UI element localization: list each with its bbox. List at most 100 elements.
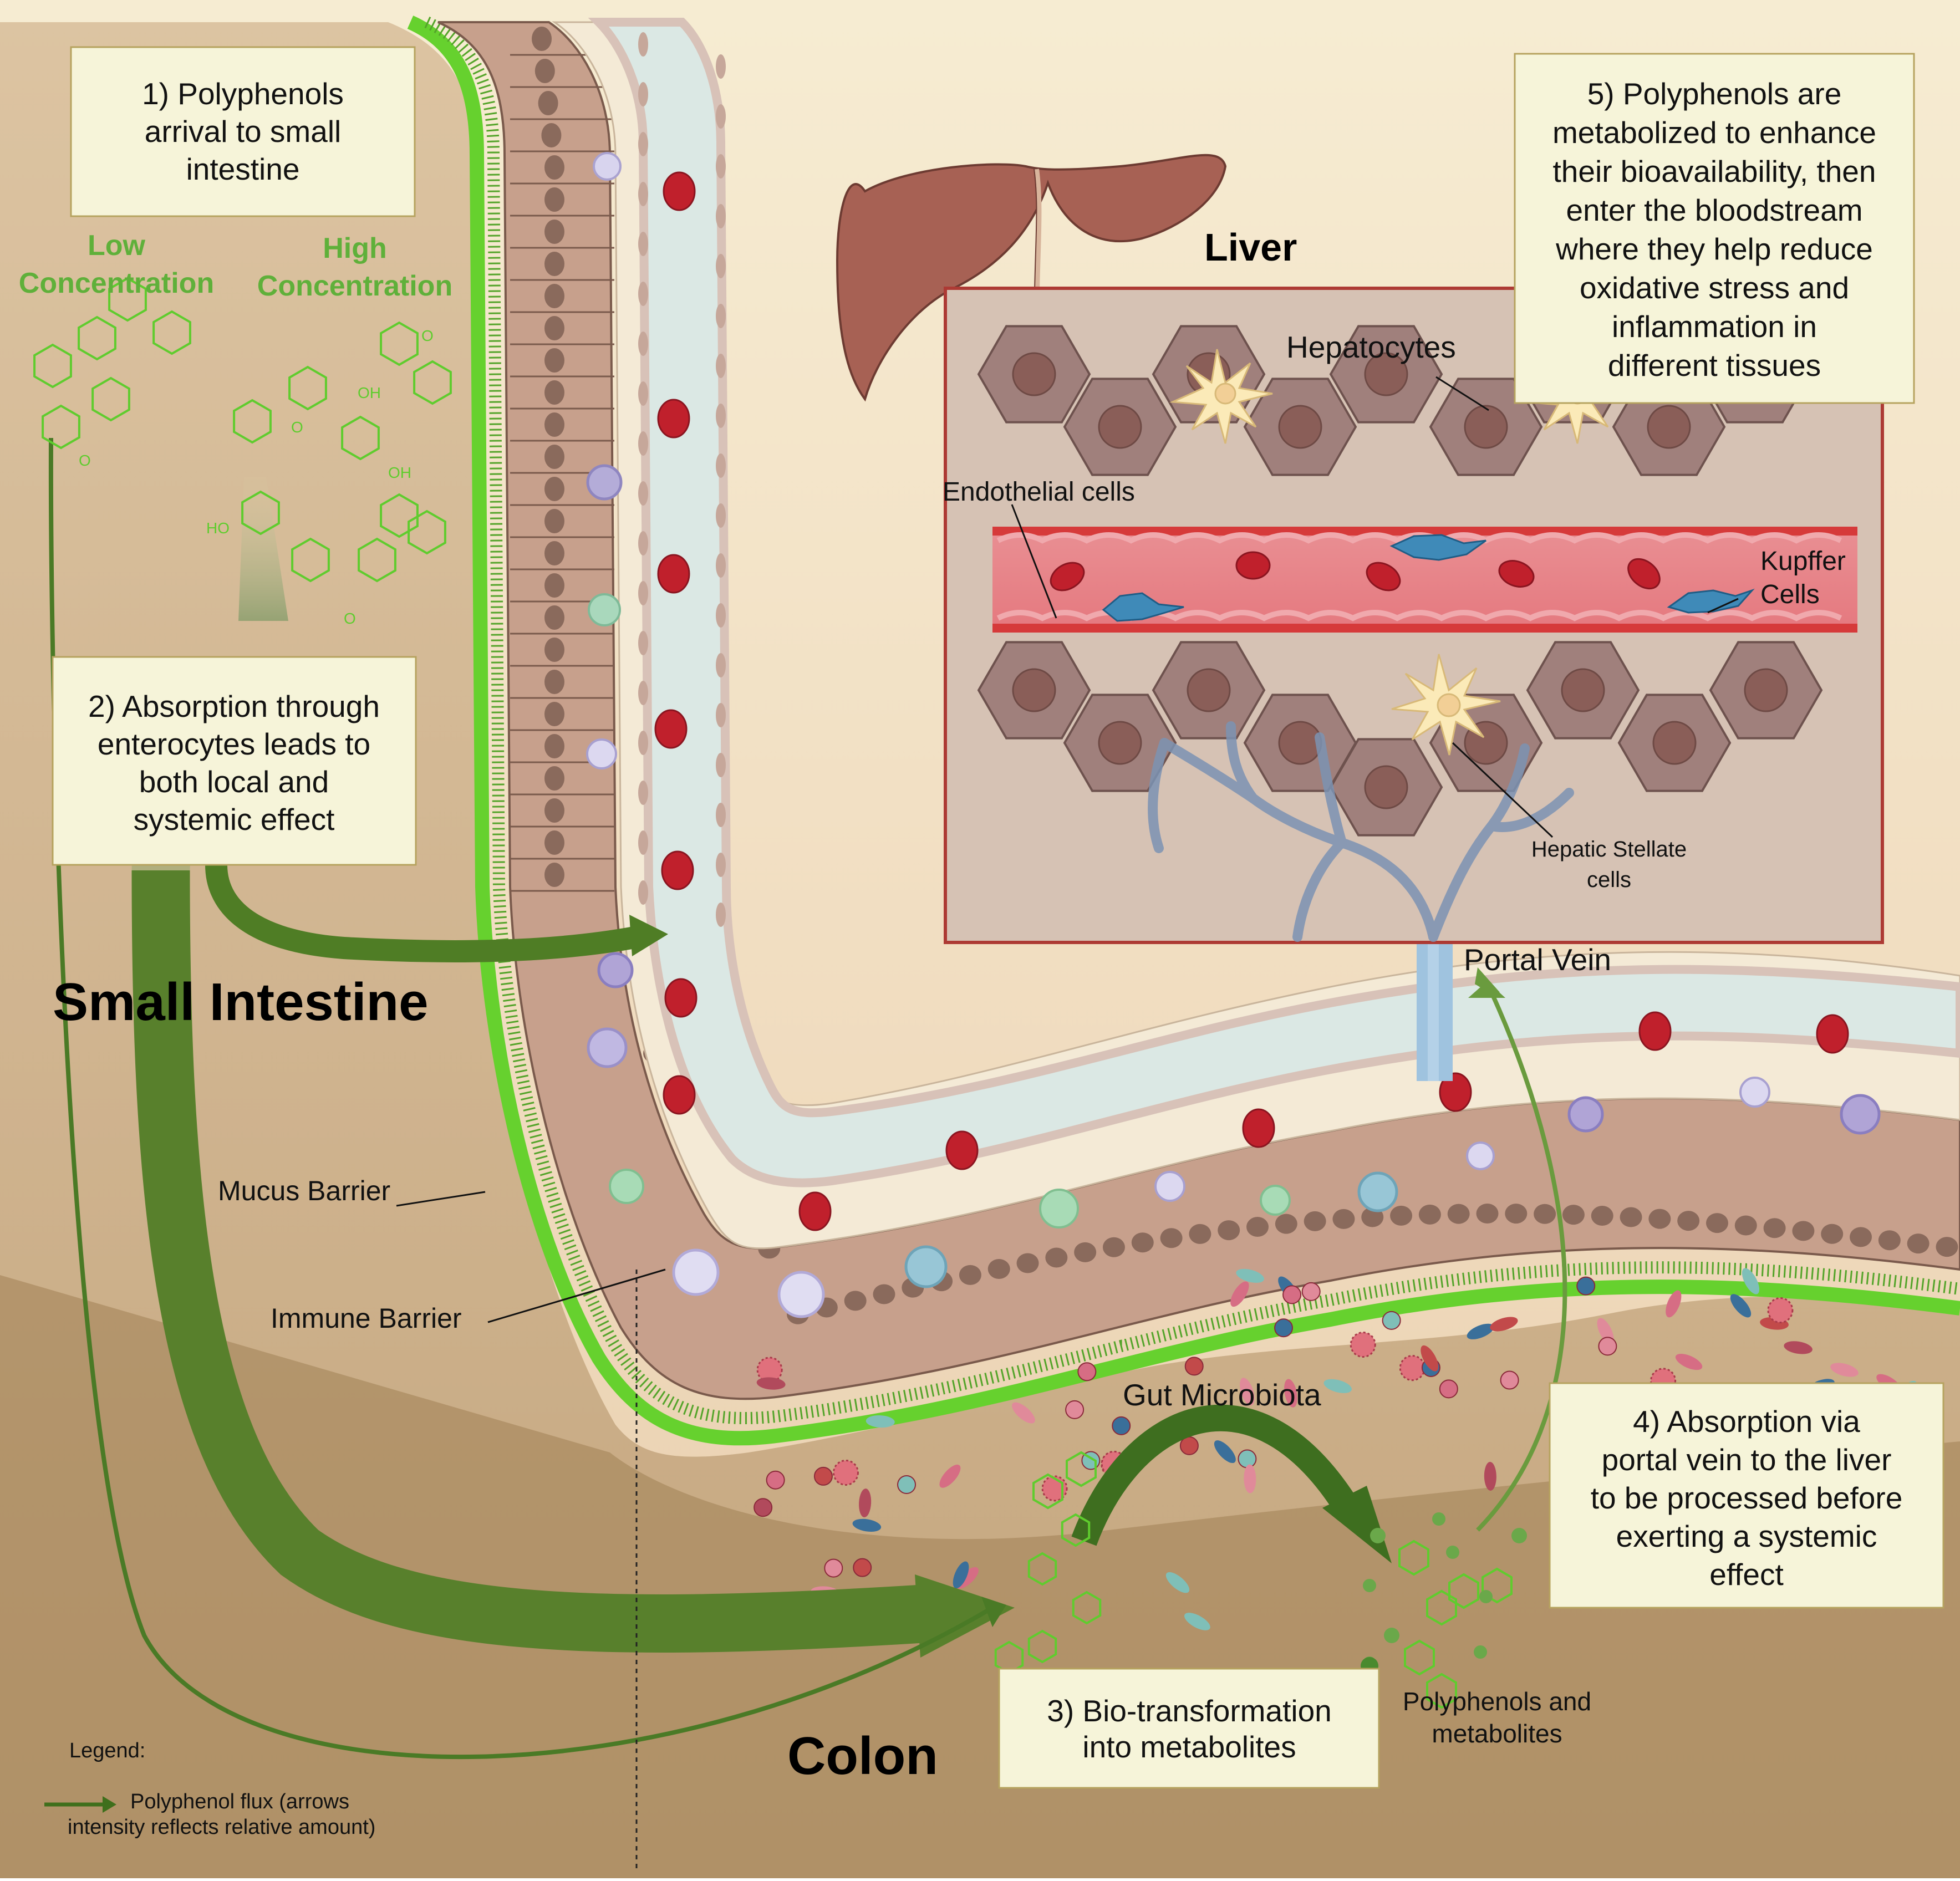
- enterocyte-nucleus: [544, 477, 564, 501]
- enterocyte-nucleus: [538, 91, 558, 115]
- bacterium: [866, 1415, 895, 1428]
- molecule-ring: [1482, 1567, 1513, 1604]
- enterocyte-nucleus: [1734, 1215, 1757, 1236]
- bacterium-coccus: [766, 1470, 785, 1490]
- hepatocyte-nucleus: [1098, 405, 1142, 449]
- bacterium: [1421, 1345, 1439, 1372]
- enterocyte-nucleus: [1476, 1204, 1499, 1224]
- step1-line: arrival to small: [145, 114, 342, 149]
- bacterium-coccus: [1500, 1370, 1519, 1390]
- legend-line: intensity reflects relative amount): [68, 1816, 375, 1839]
- endothelial-nucleus: [716, 903, 726, 927]
- hepatocyte-nucleus: [1652, 721, 1697, 765]
- colon-title: Colon: [787, 1726, 938, 1786]
- endothelial-nucleus: [638, 332, 648, 356]
- bacterium: [1742, 1268, 1760, 1294]
- molecule-ring: [413, 360, 452, 405]
- bacterium-coccus: [1238, 1449, 1257, 1469]
- enterocyte-nucleus: [544, 830, 564, 855]
- molecule-ring: [241, 490, 280, 536]
- bacterium-coccus: [1382, 1311, 1401, 1330]
- enterocyte-nucleus: [1763, 1218, 1786, 1238]
- enterocyte-cells: [510, 27, 1958, 1324]
- hepatocyte-nucleus: [1364, 765, 1408, 809]
- liver-title: Liver: [1204, 226, 1297, 269]
- enterocyte-nucleus: [1505, 1204, 1528, 1224]
- capillary: [588, 18, 1960, 1187]
- text-boxes: [52, 46, 1944, 1789]
- enterocyte-nucleus: [544, 380, 564, 405]
- low-line: Concentration: [19, 267, 214, 299]
- red-blood-cell: [661, 850, 694, 890]
- enterocyte-nucleus: [1534, 1204, 1556, 1224]
- molecule-ring: [288, 365, 327, 411]
- step4-line: to be processed before: [1591, 1481, 1903, 1515]
- step2-box: [52, 656, 417, 866]
- virus: [1767, 1297, 1794, 1324]
- red-blood-cell: [657, 399, 690, 439]
- bacterium: [939, 1464, 961, 1488]
- hepatocyte-nucleus: [1278, 405, 1322, 449]
- red-blood-cell: [1439, 1072, 1472, 1112]
- molecule-ring: [108, 277, 147, 322]
- immune-pointer-line: [487, 1268, 666, 1323]
- molecule-ring: [1426, 1673, 1457, 1709]
- step4-line: effect: [1709, 1557, 1784, 1592]
- red-blood-cell: [945, 1130, 979, 1170]
- enterocyte-nucleus: [544, 766, 564, 791]
- enterocyte-nucleus: [1936, 1237, 1958, 1257]
- molecule-ring: [1032, 1473, 1063, 1510]
- red-blood-cell: [1816, 1014, 1849, 1054]
- gut-microbiota-label: Gut Microbiota: [1123, 1378, 1321, 1412]
- stellate-line: cells: [1587, 868, 1631, 892]
- step1-line: 1) Polyphenols: [142, 77, 344, 111]
- enterocyte-nucleus: [544, 798, 564, 823]
- enterocyte-nucleus: [1591, 1206, 1613, 1226]
- enterocyte-nucleus: [544, 734, 564, 758]
- endothelial-nucleus: [638, 631, 648, 655]
- hepatocyte-nucleus: [1364, 352, 1408, 396]
- molecule-ring: [1426, 1589, 1457, 1626]
- enterocyte-nucleus: [1878, 1230, 1901, 1251]
- endothelial-nucleus: [716, 254, 726, 278]
- molecule-ring: [1066, 1451, 1097, 1487]
- liver-pointer-lines: [1011, 376, 1739, 838]
- enterocyte-nucleus: [959, 1265, 981, 1285]
- step1-line: intestine: [186, 152, 300, 186]
- step4-line: exerting a systemic: [1616, 1519, 1877, 1553]
- hepatocyte-nucleus: [1012, 668, 1056, 712]
- endothelial-nucleus: [716, 853, 726, 877]
- endothelial-nucleus: [716, 354, 726, 378]
- hepatocyte-nucleus: [1098, 721, 1142, 765]
- o-label: O: [79, 452, 91, 469]
- legend-arrowhead: [103, 1796, 116, 1813]
- bacterium-coccus: [754, 1498, 773, 1517]
- enterocyte-nucleus: [534, 59, 555, 83]
- step3-line: into metabolites: [1082, 1730, 1296, 1764]
- endothelial-nucleus: [638, 431, 648, 456]
- enterocyte-nucleus: [1189, 1224, 1211, 1244]
- step4-box: [1549, 1382, 1944, 1609]
- bacterium: [1284, 1379, 1297, 1408]
- lumen-region: [0, 22, 1960, 1878]
- enterocyte-nucleus: [544, 445, 564, 469]
- enterocyte-nucleus: [1907, 1233, 1930, 1254]
- bacterium: [1244, 1464, 1256, 1493]
- high-line: High: [323, 232, 387, 264]
- endothelial-nucleus: [638, 32, 648, 57]
- molecule-ring: [408, 509, 446, 555]
- enterocyte-nucleus: [1102, 1237, 1125, 1257]
- enterocyte-nucleus: [1562, 1205, 1585, 1225]
- enterocyte-nucleus: [1706, 1213, 1728, 1233]
- enterocyte-nucleus: [1821, 1224, 1844, 1244]
- hepatocyte-nucleus: [1278, 721, 1322, 765]
- enterocyte-nucleus: [544, 155, 564, 180]
- endothelial-nucleus: [638, 282, 648, 306]
- o-label: O: [291, 419, 303, 436]
- endothelial-nucleus: [638, 731, 648, 755]
- endothelial-nucleus: [638, 232, 648, 256]
- enterocyte-nucleus: [873, 1284, 895, 1304]
- endothelial-nucleus: [638, 132, 648, 156]
- endothelial-nucleus: [716, 803, 726, 827]
